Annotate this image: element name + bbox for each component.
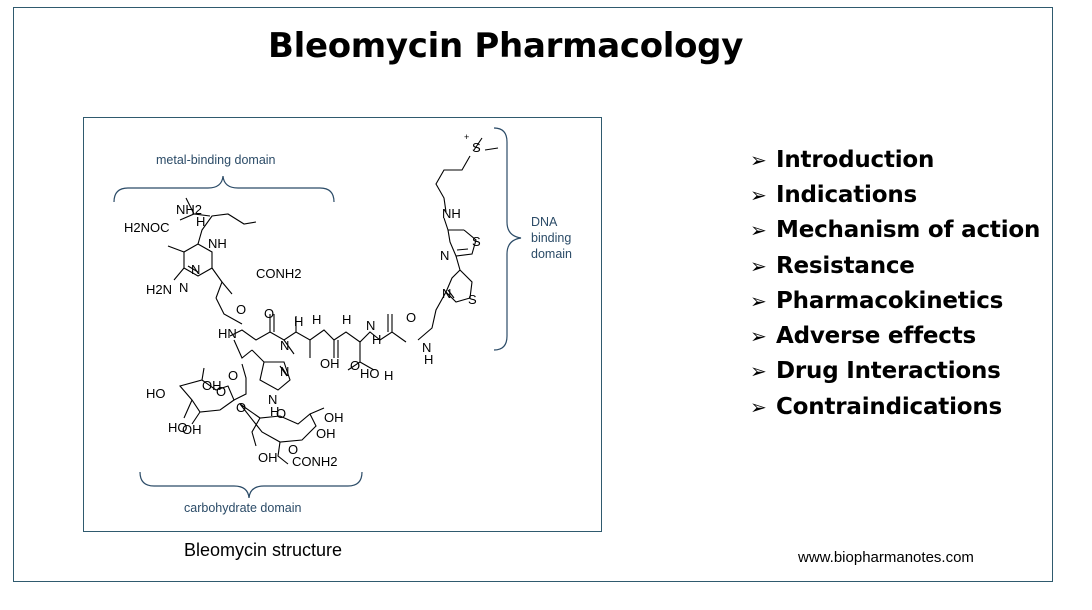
svg-text:H: H bbox=[384, 368, 393, 383]
arrow-bullet-icon: ➢ bbox=[750, 182, 767, 207]
contents-item-label: Resistance bbox=[776, 252, 915, 279]
contents-item-label: Pharmacokinetics bbox=[776, 287, 1004, 314]
svg-text:H: H bbox=[372, 332, 381, 347]
svg-text:N: N bbox=[442, 286, 451, 301]
svg-text:O: O bbox=[216, 384, 226, 399]
svg-text:OH: OH bbox=[258, 450, 278, 465]
figure-caption: Bleomycin structure bbox=[184, 540, 343, 560]
svg-text:HO: HO bbox=[168, 420, 188, 435]
contents-item-pharmacokinetics: ➢ Pharmacokinetics bbox=[750, 283, 1040, 318]
svg-text:NH: NH bbox=[442, 206, 461, 221]
contents-item-resistance: ➢ Resistance bbox=[750, 248, 1040, 283]
svg-text:N: N bbox=[422, 340, 431, 355]
structure-drawing: metal-binding domain DNA binding domain … bbox=[113, 127, 572, 515]
svg-text:+: + bbox=[464, 132, 469, 142]
metal-binding-domain-label: metal-binding domain bbox=[156, 153, 276, 167]
contents-item-indications: ➢ Indications bbox=[750, 177, 1040, 212]
svg-text:OH: OH bbox=[182, 422, 202, 437]
metal-binding-brace bbox=[113, 175, 335, 203]
contents-item-drug-interactions: ➢ Drug Interactions bbox=[750, 354, 1040, 389]
svg-text:O: O bbox=[276, 406, 286, 421]
svg-text:N: N bbox=[280, 338, 289, 353]
slide-title: Bleomycin Pharmacology bbox=[268, 26, 744, 66]
website-url: www.biopharmanotes.com bbox=[798, 549, 974, 566]
svg-text:OH: OH bbox=[316, 426, 336, 441]
contents-item-label: Indications bbox=[776, 181, 917, 208]
arrow-bullet-icon: ➢ bbox=[750, 359, 767, 384]
molecular-bonds bbox=[167, 137, 499, 465]
arrow-bullet-icon: ➢ bbox=[750, 253, 767, 278]
svg-text:OH: OH bbox=[324, 410, 344, 425]
contents-item-label: Adverse effects bbox=[776, 323, 977, 350]
atom-labels: + S NH S N N S NH2 H H2NOC NH CONH2 N N … bbox=[124, 132, 481, 469]
svg-text:N: N bbox=[191, 262, 200, 277]
svg-text:HO: HO bbox=[146, 386, 166, 401]
svg-text:OH: OH bbox=[320, 356, 340, 371]
svg-text:H: H bbox=[342, 312, 351, 327]
arrow-bullet-icon: ➢ bbox=[750, 147, 767, 172]
svg-text:H: H bbox=[196, 214, 205, 229]
svg-text:NH2: NH2 bbox=[176, 202, 202, 217]
svg-text:S: S bbox=[468, 292, 477, 307]
arrow-bullet-icon: ➢ bbox=[750, 394, 767, 419]
svg-text:O: O bbox=[264, 306, 274, 321]
dna-binding-brace bbox=[493, 127, 522, 351]
arrow-bullet-icon: ➢ bbox=[750, 288, 767, 313]
svg-text:N: N bbox=[179, 280, 188, 295]
svg-text:O: O bbox=[236, 400, 246, 415]
svg-text:H: H bbox=[312, 312, 321, 327]
contents-item-label: Mechanism of action bbox=[776, 217, 1041, 244]
contents-item-label: Contraindications bbox=[776, 393, 1003, 420]
contents-item-label: Drug Interactions bbox=[776, 358, 1001, 385]
svg-text:O: O bbox=[228, 368, 238, 383]
svg-text:H: H bbox=[294, 314, 303, 329]
svg-text:HN: HN bbox=[218, 326, 237, 341]
svg-text:NH: NH bbox=[208, 236, 227, 251]
contents-item-mechanism-of-action: ➢ Mechanism of action bbox=[750, 213, 1040, 248]
svg-text:OH: OH bbox=[202, 378, 222, 393]
svg-text:N: N bbox=[366, 318, 375, 333]
carbohydrate-brace bbox=[139, 471, 363, 499]
carbohydrate-domain-label: carbohydrate domain bbox=[184, 501, 301, 515]
contents-item-introduction: ➢ Introduction bbox=[750, 142, 1040, 177]
svg-text:CONH2: CONH2 bbox=[292, 454, 338, 469]
contents-list: ➢ Introduction ➢ Indications ➢ Mechanism… bbox=[750, 142, 1040, 424]
svg-text:CONH2: CONH2 bbox=[256, 266, 302, 281]
contents-item-adverse-effects: ➢ Adverse effects bbox=[750, 318, 1040, 353]
svg-text:H: H bbox=[424, 352, 433, 367]
dna-binding-domain-label-line2: binding bbox=[531, 231, 571, 245]
svg-text:N: N bbox=[268, 392, 277, 407]
svg-text:N: N bbox=[280, 364, 289, 379]
svg-text:H2N: H2N bbox=[146, 282, 172, 297]
svg-text:N: N bbox=[440, 248, 449, 263]
svg-text:S: S bbox=[472, 234, 481, 249]
svg-text:O: O bbox=[236, 302, 246, 317]
svg-text:O: O bbox=[350, 358, 360, 373]
contents-item-label: Introduction bbox=[776, 146, 935, 173]
arrow-bullet-icon: ➢ bbox=[750, 324, 767, 349]
dna-binding-domain-label-line3: domain bbox=[531, 247, 572, 261]
arrow-bullet-icon: ➢ bbox=[750, 218, 767, 243]
svg-text:H: H bbox=[270, 404, 279, 419]
svg-text:HO: HO bbox=[360, 366, 380, 381]
svg-text:H2NOC: H2NOC bbox=[124, 220, 170, 235]
dna-binding-domain-label-line1: DNA bbox=[531, 215, 558, 229]
svg-text:O: O bbox=[288, 442, 298, 457]
bleomycin-structure-figure: metal-binding domain DNA binding domain … bbox=[83, 117, 602, 532]
svg-text:O: O bbox=[406, 310, 416, 325]
svg-text:S: S bbox=[472, 140, 481, 155]
contents-item-contraindications: ➢ Contraindications bbox=[750, 389, 1040, 424]
